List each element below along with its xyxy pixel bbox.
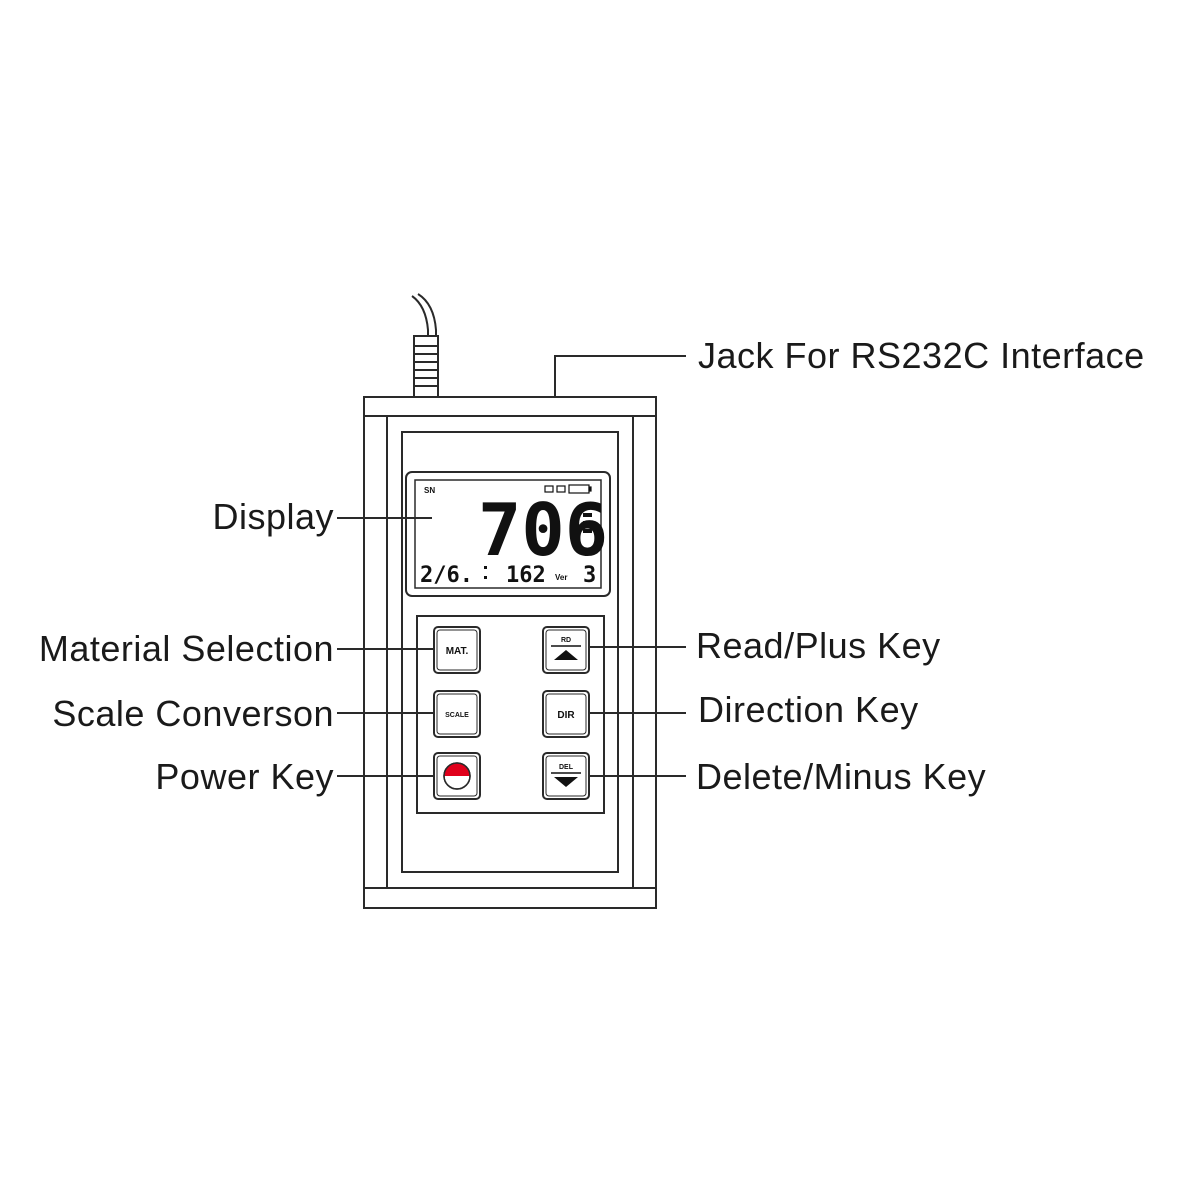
read-plus-key[interactable]: RD <box>542 626 590 674</box>
read-plus-key-label: RD <box>561 637 571 644</box>
colon-icon <box>484 566 487 579</box>
lcd-display: SN 706 2/6. 162 Ver 3 <box>405 471 611 597</box>
direction-key-label: DIR <box>557 710 575 721</box>
label-scale-conversion: Scale Converson <box>52 693 334 734</box>
lcd-status-left: SN <box>424 486 435 495</box>
scale-key[interactable]: SCALE <box>433 690 481 738</box>
label-display: Display <box>212 496 334 537</box>
label-power-key: Power Key <box>155 756 334 797</box>
power-icon <box>443 762 471 790</box>
lcd-bottom-left: 2/6. <box>420 563 473 588</box>
scale-key-label: SCALE <box>445 712 469 719</box>
material-key-label: MAT. <box>446 646 469 657</box>
unit-indicators <box>583 505 592 533</box>
label-direction-key: Direction Key <box>698 689 919 730</box>
delete-minus-key-label: DEL <box>559 764 574 771</box>
down-arrow-icon <box>554 777 578 787</box>
lcd-bottom-small: Ver <box>555 573 567 582</box>
label-delete-minus-key: Delete/Minus Key <box>696 756 986 797</box>
delete-minus-key[interactable]: DEL <box>542 752 590 800</box>
material-key[interactable]: MAT. <box>433 626 481 674</box>
up-arrow-icon <box>554 650 578 660</box>
label-jack: Jack For RS232C Interface <box>698 335 1145 376</box>
lcd-bottom-right: 3 <box>583 563 596 588</box>
power-key[interactable] <box>433 752 481 800</box>
label-material-selection: Material Selection <box>39 628 334 669</box>
label-read-plus-key: Read/Plus Key <box>696 625 941 666</box>
lcd-bottom-mid: 162 <box>506 563 546 588</box>
probe-cable <box>411 293 439 399</box>
leader-lines <box>337 355 686 777</box>
battery-icon <box>544 484 592 494</box>
direction-key[interactable]: DIR <box>542 690 590 738</box>
